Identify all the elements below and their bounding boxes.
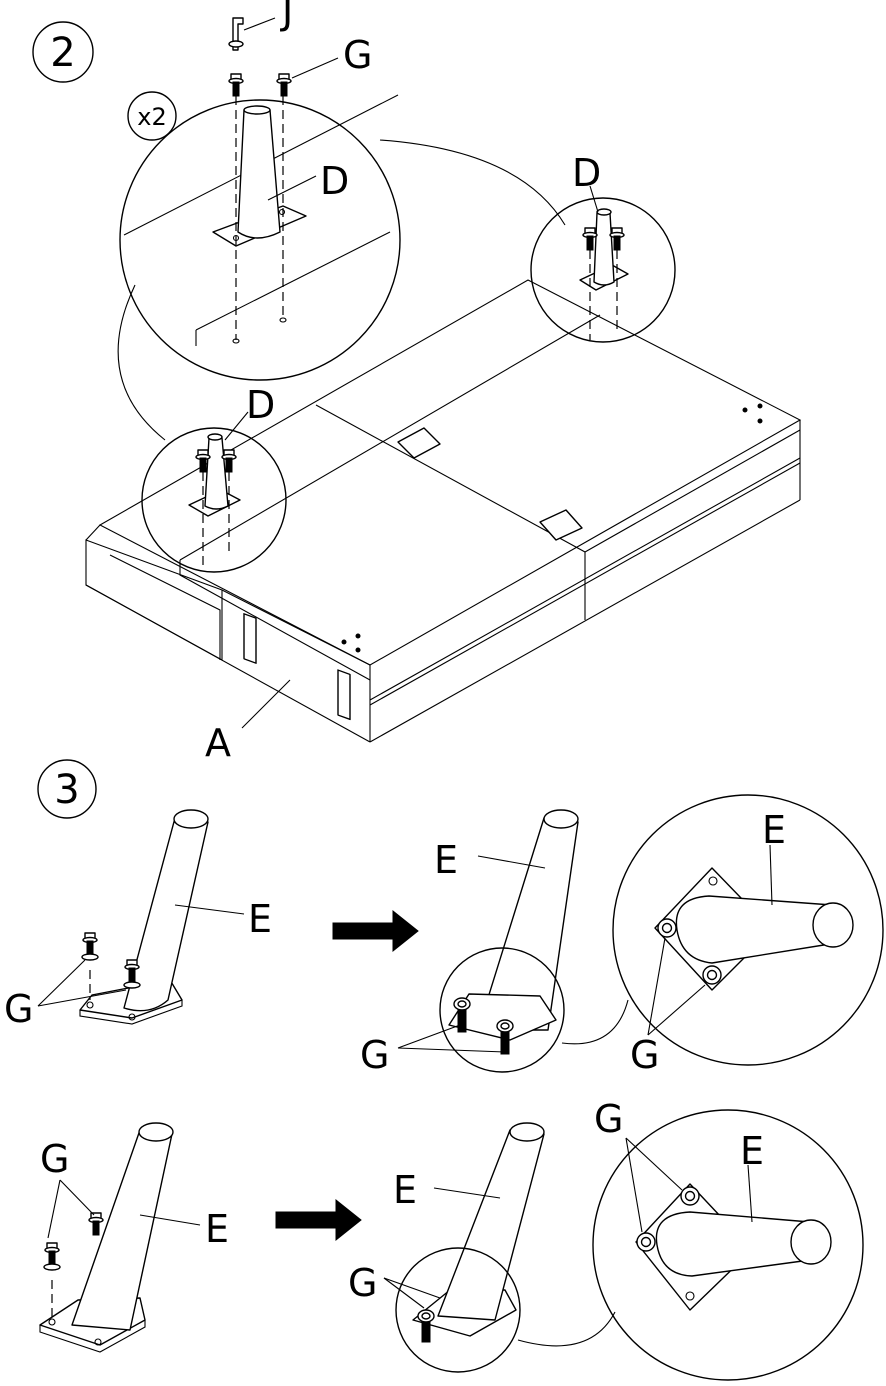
quantity-badge bbox=[127, 91, 177, 141]
leader-line bbox=[47, 1179, 61, 1239]
leader-line bbox=[59, 1179, 95, 1216]
part-label-g: G bbox=[348, 1261, 377, 1305]
leader-line bbox=[243, 17, 276, 31]
part-label-e: E bbox=[740, 1129, 764, 1173]
part-label-d: D bbox=[572, 151, 601, 195]
part-label-e: E bbox=[205, 1207, 229, 1251]
bolt-washer-icon bbox=[228, 73, 292, 97]
step-3-number: 3 bbox=[54, 767, 79, 813]
arrow-right-icon bbox=[332, 909, 419, 953]
step-number-badge bbox=[37, 759, 97, 819]
allen-key-icon bbox=[228, 17, 244, 51]
leader-line bbox=[37, 989, 127, 1007]
leader-line bbox=[647, 937, 666, 1036]
leader-line bbox=[625, 1137, 683, 1191]
part-label-e: E bbox=[393, 1168, 417, 1212]
leader-line bbox=[477, 855, 546, 869]
leader-line bbox=[589, 185, 599, 213]
part-label-d: D bbox=[246, 383, 275, 427]
leader-line bbox=[397, 1024, 461, 1049]
step-number-badge bbox=[32, 21, 94, 83]
leg-e-assembly bbox=[39, 1122, 174, 1353]
part-label-g: G bbox=[4, 987, 33, 1031]
leader-line bbox=[625, 1137, 643, 1233]
leader-line bbox=[291, 57, 339, 79]
leg-e-assembly bbox=[439, 809, 579, 1073]
zoom-detail-circle bbox=[119, 94, 401, 381]
connector-arc bbox=[379, 139, 566, 226]
leader-line bbox=[241, 679, 291, 729]
tabletop-panel bbox=[85, 279, 802, 743]
connector-arc bbox=[561, 999, 629, 1045]
step-2-number: 2 bbox=[50, 30, 75, 76]
leader-line bbox=[433, 1187, 501, 1199]
zoom-detail-circle bbox=[612, 794, 884, 1066]
leader-line bbox=[769, 844, 773, 906]
part-label-a: A bbox=[205, 721, 231, 765]
connector-arc bbox=[517, 1311, 616, 1347]
leader-line bbox=[747, 1164, 753, 1223]
part-label-g: G bbox=[594, 1097, 623, 1141]
part-label-g: G bbox=[343, 33, 372, 77]
leader-line bbox=[139, 1214, 201, 1226]
leader-line bbox=[383, 1277, 441, 1299]
zoom-detail-circle bbox=[141, 427, 287, 573]
part-label-g: G bbox=[360, 1033, 389, 1077]
leader-line bbox=[397, 1047, 506, 1053]
leader-line bbox=[37, 959, 86, 1007]
zoom-detail-circle bbox=[592, 1109, 864, 1381]
part-label-g: G bbox=[630, 1033, 659, 1077]
connector-arc bbox=[117, 284, 166, 441]
arrow-right-icon bbox=[275, 1198, 362, 1242]
leader-line bbox=[383, 1277, 425, 1309]
part-label-j: J bbox=[280, 0, 293, 33]
leader-line bbox=[267, 175, 317, 201]
part-label-e: E bbox=[248, 897, 272, 941]
leg-e-assembly bbox=[395, 1122, 545, 1373]
leader-line bbox=[174, 904, 245, 915]
leader-line bbox=[224, 411, 249, 441]
quantity-label: x2 bbox=[137, 103, 166, 131]
part-label-e: E bbox=[762, 808, 786, 852]
part-label-d: D bbox=[320, 159, 349, 203]
leg-e-assembly bbox=[79, 809, 209, 1025]
zoom-detail-circle bbox=[530, 197, 676, 343]
part-label-g: G bbox=[40, 1137, 69, 1181]
step-3-section: 3 E G bbox=[4, 759, 884, 1381]
part-label-e: E bbox=[434, 838, 458, 882]
leader-line bbox=[647, 984, 706, 1036]
step-2-section: 2 J G x2 bbox=[32, 0, 802, 765]
